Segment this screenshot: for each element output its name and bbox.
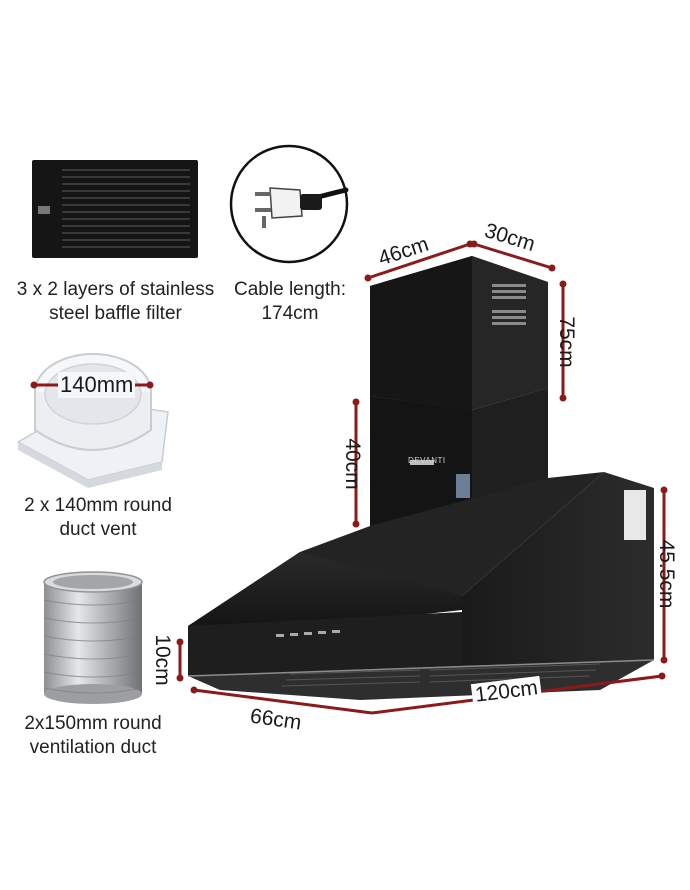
dim-chimney-lower-height: 40cm bbox=[341, 438, 364, 490]
ventilation-duct-caption-line2: ventilation duct bbox=[29, 737, 157, 758]
vent-diameter-end-dot bbox=[146, 381, 154, 389]
cable-length-caption-line2: 174cm bbox=[261, 303, 319, 324]
baffle-filter-caption: 3 x 2 layers of stainless steel baffle f… bbox=[8, 278, 223, 326]
vent-diameter-label: 140mm bbox=[58, 372, 136, 398]
ventilation-duct-caption: 2x150mm round ventilation duct bbox=[8, 712, 178, 760]
cable-length-caption-line1: Cable length: bbox=[234, 279, 346, 300]
cable-length-caption: Cable length: 174cm bbox=[228, 278, 352, 326]
hood-brand-label: DEVANTI bbox=[408, 456, 446, 465]
range-hood-illustration bbox=[187, 256, 655, 700]
baffle-filter-caption-line2: steel baffle filter bbox=[49, 303, 182, 324]
duct-vent-caption-line1: 2 x 140mm round bbox=[24, 495, 172, 516]
vent-diameter-start-dot bbox=[30, 381, 38, 389]
duct-vent-caption: 2 x 140mm round duct vent bbox=[8, 494, 188, 542]
baffle-filter-icon bbox=[32, 160, 198, 258]
duct-vent-caption-line2: duct vent bbox=[59, 519, 137, 540]
dim-front-height: 10cm bbox=[151, 634, 174, 686]
power-plug-icon bbox=[229, 144, 349, 264]
ventilation-duct-caption-line1: 2x150mm round bbox=[24, 713, 162, 734]
dim-canopy-height: 45.5cm bbox=[655, 539, 678, 609]
baffle-filter-caption-line1: 3 x 2 layers of stainless bbox=[16, 279, 215, 300]
dim-chimney-upper-height: 75cm bbox=[555, 316, 578, 368]
ventilation-duct-icon bbox=[43, 571, 143, 704]
